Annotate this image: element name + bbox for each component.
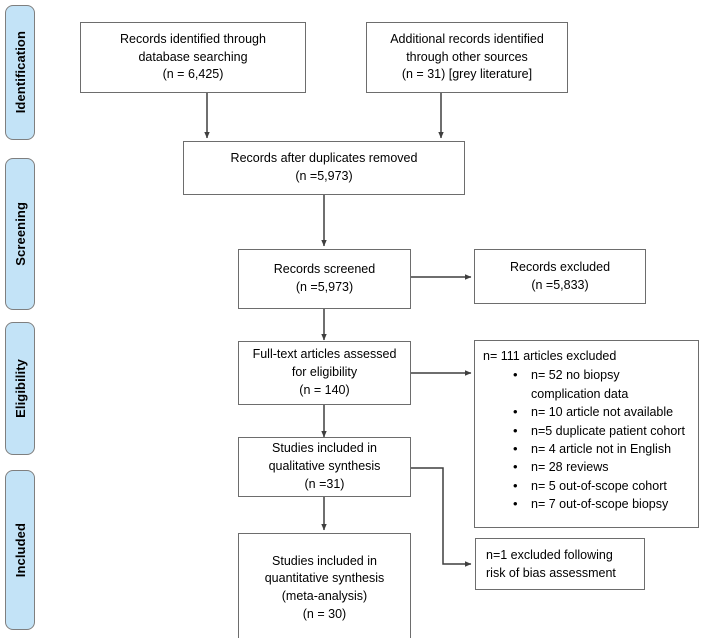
- stage-label-screening: Screening: [12, 202, 28, 266]
- box-records-excluded-text: Records excluded (n =5,833): [509, 259, 611, 292]
- box-risk-of-bias-excluded: n=1 excluded following risk of bias asse…: [475, 538, 645, 590]
- box-fulltext-articles-assessed: Full-text articles assessed for eligibil…: [238, 341, 411, 405]
- stage-tab-screening: Screening: [5, 158, 35, 310]
- box-studies-qualitative-synthesis-text: Studies included in qualitative synthesi…: [268, 441, 381, 491]
- list-item: n=5 duplicate patient cohort: [513, 420, 692, 440]
- box-studies-quantitative-synthesis-text: Studies included in quantitative synthes…: [264, 553, 385, 621]
- box-studies-quantitative-synthesis: Studies included in quantitative synthes…: [238, 533, 411, 638]
- box-records-after-duplicates-removed: Records after duplicates removed (n =5,9…: [183, 141, 465, 195]
- box-additional-records-other-sources-text: Additional records identified through ot…: [390, 31, 544, 82]
- stage-label-identification: Identification: [12, 31, 28, 114]
- stage-label-included: Included: [12, 522, 28, 578]
- stage-tab-included: Included: [5, 470, 35, 630]
- box-articles-excluded-reasons: n= 111 articles excluded n= 52 no biopsy…: [474, 340, 699, 528]
- box-records-identified-database: Records identified through database sear…: [80, 22, 306, 93]
- box-records-identified-database-text: Records identified through database sear…: [120, 31, 266, 82]
- box-records-after-duplicates-removed-text: Records after duplicates removed (n =5,9…: [230, 151, 418, 183]
- box-risk-of-bias-excluded-text: n=1 excluded following risk of bias asse…: [486, 547, 616, 580]
- connector-qualitative-to-riskofbias: [411, 467, 472, 567]
- list-item: n= 52 no biopsy complication data: [513, 365, 692, 403]
- box-studies-qualitative-synthesis: Studies included in qualitative synthesi…: [238, 437, 411, 497]
- list-item: n= 7 out-of-scope biopsy: [513, 494, 692, 514]
- box-additional-records-other-sources: Additional records identified through ot…: [366, 22, 568, 93]
- stage-tab-eligibility: Eligibility: [5, 322, 35, 455]
- box-records-screened: Records screened (n =5,973): [238, 249, 411, 309]
- list-item: n= 10 article not available: [513, 402, 692, 422]
- box-fulltext-articles-assessed-text: Full-text articles assessed for eligibil…: [252, 347, 397, 397]
- box-records-screened-text: Records screened (n =5,973): [273, 262, 376, 294]
- list-item: n= 4 article not in English: [513, 439, 692, 459]
- list-item: n= 28 reviews: [513, 457, 692, 477]
- exclusions-list: n= 52 no biopsy complication data n= 10 …: [483, 365, 692, 514]
- list-item: n= 5 out-of-scope cohort: [513, 476, 692, 496]
- exclusions-heading: n= 111 articles excluded: [483, 349, 617, 363]
- stage-tab-identification: Identification: [5, 5, 35, 140]
- stage-label-eligibility: Eligibility: [12, 359, 28, 418]
- box-records-excluded: Records excluded (n =5,833): [474, 249, 646, 304]
